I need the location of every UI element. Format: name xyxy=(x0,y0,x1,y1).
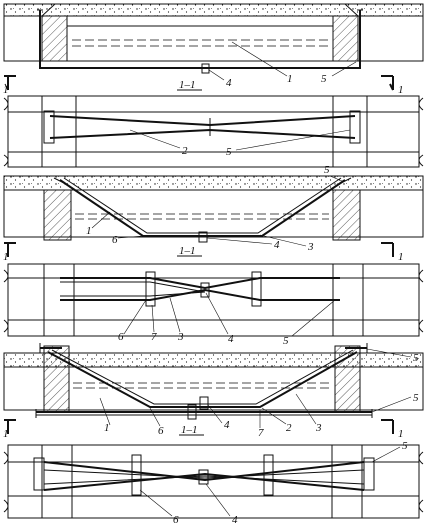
turnbuckle-4 xyxy=(187,404,197,420)
clamp-right xyxy=(263,454,274,496)
tension-rod xyxy=(39,10,361,69)
left-support xyxy=(41,15,68,62)
callout-5: 5 xyxy=(402,440,408,452)
anchor-right xyxy=(363,457,375,491)
callout-6: 6 xyxy=(158,425,164,437)
section-middle: 1 1 1–1 5 1 6 4 3 xyxy=(3,164,424,263)
turnbuckle-4 xyxy=(198,469,209,485)
right-column xyxy=(332,95,368,168)
callout-2: 2 xyxy=(182,145,188,157)
plan-middle: 6 7 3 4 5 xyxy=(3,263,424,347)
callout-1: 1 xyxy=(86,225,92,237)
rod-b xyxy=(43,472,365,491)
plan-top: 2 5 xyxy=(3,95,424,168)
left-column xyxy=(41,95,77,168)
clamp-left xyxy=(131,454,142,496)
callout-5: 5 xyxy=(226,146,232,158)
tension-rod xyxy=(59,179,346,237)
callout-4: 4 xyxy=(228,333,234,345)
section-title: 1–1 xyxy=(179,79,196,91)
callout-5: 5 xyxy=(283,335,289,347)
callout-7: 7 xyxy=(151,331,157,343)
left-support xyxy=(43,189,72,241)
right-support xyxy=(334,345,361,413)
tension-rod xyxy=(47,351,358,408)
cut-mark-right: 1 xyxy=(398,428,404,440)
anchor-right xyxy=(349,110,361,144)
callout-1: 1 xyxy=(287,73,293,85)
turnbuckle-4 xyxy=(198,231,208,243)
turnbuckle-4 xyxy=(200,282,210,298)
section-top: 1 1 1–1 4 1 5 xyxy=(3,3,424,96)
callout-4: 4 xyxy=(224,419,230,431)
section-title: 1–1 xyxy=(179,245,196,257)
callout-4: 4 xyxy=(226,77,232,89)
cut-mark-right: 1 xyxy=(398,84,404,96)
callout-5: 5 xyxy=(321,73,327,85)
callout-2: 2 xyxy=(286,422,292,434)
floor-slab xyxy=(3,175,424,191)
callout-5-bottom: 5 xyxy=(413,392,419,404)
anchor-left xyxy=(43,110,55,144)
callout-4: 4 xyxy=(274,239,280,251)
callout-1: 1 xyxy=(104,422,110,434)
callout-4: 4 xyxy=(232,514,238,524)
cut-mark-left: 1 xyxy=(3,84,9,96)
cut-mark-left: 1 xyxy=(3,251,9,263)
callout-3: 3 xyxy=(315,422,322,434)
cut-mark-right: 1 xyxy=(398,251,404,263)
rod-lower xyxy=(60,288,340,301)
right-column xyxy=(331,444,363,519)
left-column xyxy=(41,444,73,519)
turnbuckle-4b xyxy=(199,396,209,410)
anchor-left xyxy=(145,271,156,307)
anchor-right xyxy=(251,271,262,307)
section-bottom: 1 1 1–1 5 5 1 6 4 7 2 3 xyxy=(3,343,424,440)
anchor-left xyxy=(33,457,45,491)
callout-7: 7 xyxy=(258,427,264,439)
callout-3: 3 xyxy=(307,241,314,253)
right-support xyxy=(332,189,361,241)
callout-3: 3 xyxy=(177,331,184,343)
callout-5: 5 xyxy=(324,164,330,176)
plan-bottom: 5 6 4 xyxy=(3,440,424,524)
cut-mark-left: 1 xyxy=(3,428,9,440)
callout-6: 6 xyxy=(112,234,118,246)
right-support xyxy=(332,15,359,62)
rod-upper xyxy=(60,277,340,290)
turnbuckle-4 xyxy=(201,63,210,74)
callout-6: 6 xyxy=(118,331,124,343)
rod-a xyxy=(43,461,365,482)
callout-5-top: 5 xyxy=(413,352,419,364)
callout-6: 6 xyxy=(173,514,179,524)
section-title: 1–1 xyxy=(181,424,198,436)
